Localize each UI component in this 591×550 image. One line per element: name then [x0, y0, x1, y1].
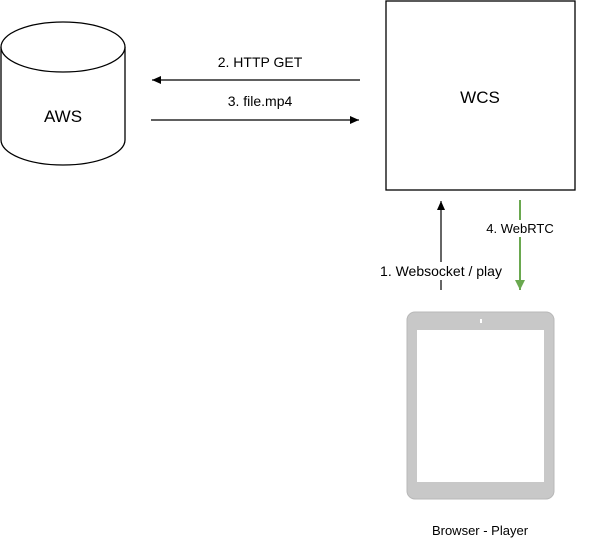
websocket-label: 1. Websocket / play: [380, 263, 502, 279]
wcs-label: WCS: [460, 88, 500, 107]
browser-node: Browser - Player: [406, 311, 555, 538]
wcs-box: [385, 0, 576, 191]
tablet-device-icon: [406, 311, 555, 500]
http-get-label: 2. HTTP GET: [218, 54, 303, 70]
wcs-node: WCS: [385, 0, 576, 191]
database-cylinder-icon: [0, 21, 126, 166]
edge-file-mp4: 3. file.mp4: [151, 93, 359, 124]
file-mp4-label: 3. file.mp4: [228, 93, 293, 109]
aws-node: AWS: [0, 21, 126, 166]
webrtc-label: 4. WebRTC: [486, 221, 553, 236]
edge-websocket: 1. Websocket / play: [372, 201, 508, 290]
edge-webrtc: 4. WebRTC: [482, 200, 558, 290]
aws-label: AWS: [44, 107, 82, 126]
edge-http-get: 2. HTTP GET: [152, 54, 360, 84]
websocket-label-bg: [372, 262, 508, 280]
browser-label: Browser - Player: [432, 523, 529, 538]
webrtc-label-bg: [482, 220, 558, 237]
